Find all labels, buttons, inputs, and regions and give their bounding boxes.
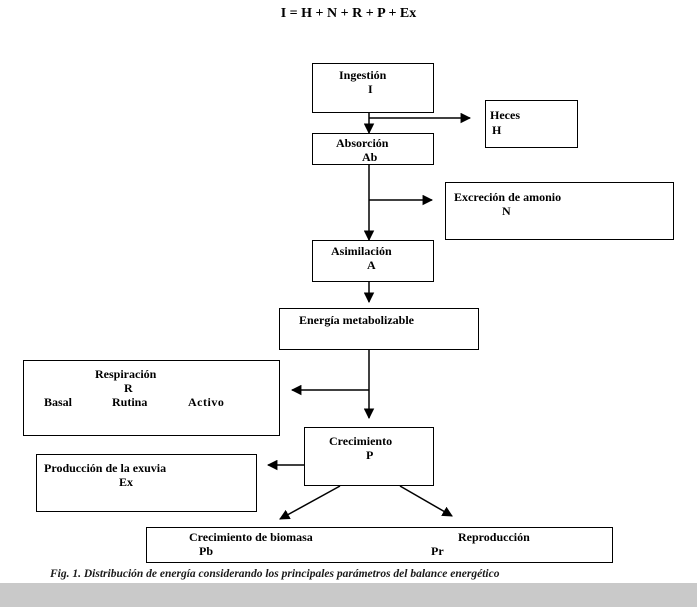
absorcion-symbol: Ab	[362, 150, 378, 164]
heces-symbol: H	[492, 123, 502, 137]
respiracion-part-rutina: Rutina	[112, 395, 148, 409]
exuvia-title: Producción de la exuvia	[44, 461, 167, 475]
asimilacion-title: Asimilación	[331, 244, 392, 258]
asimilacion-symbol: A	[367, 258, 376, 272]
arrow-to-reproduccion	[399, 485, 453, 517]
crecimiento-title: Crecimiento	[329, 434, 393, 448]
box-absorcion	[312, 133, 434, 165]
heces-title: Heces	[490, 108, 520, 122]
box-asimilacion	[312, 240, 434, 282]
excrecion-symbol: N	[502, 204, 511, 218]
exuvia-symbol: Ex	[119, 475, 134, 489]
reproduccion-title: Reproducción	[458, 530, 530, 544]
respiracion-symbol: R	[124, 381, 133, 395]
box-crecimiento	[304, 427, 434, 486]
box-respiracion	[23, 360, 280, 436]
box-heces	[485, 100, 578, 148]
box-energia-metabolizable	[279, 308, 479, 350]
respiracion-part-basal: Basal	[44, 395, 73, 409]
box-ingestion	[312, 63, 434, 113]
energy-balance-equation: I = H + N + R + P + Ex	[280, 6, 417, 21]
biomasa-symbol: Pb	[199, 544, 214, 558]
absorcion-title: Absorción	[336, 136, 389, 150]
box-excrecion	[445, 182, 674, 240]
box-biomasa-reproduccion	[146, 527, 613, 563]
ingestion-title: Ingestión	[339, 68, 387, 82]
respiracion-title: Respiración	[95, 367, 157, 381]
arrow-to-biomasa	[279, 485, 341, 520]
figure-caption: Fig. 1. Distribución de energía consider…	[50, 568, 500, 580]
biomasa-title: Crecimiento de biomasa	[189, 530, 313, 544]
footer-bar	[0, 583, 697, 607]
excrecion-title: Excreción de amonio	[454, 190, 562, 204]
box-exuvia	[36, 454, 257, 512]
ingestion-symbol: I	[368, 82, 373, 96]
respiracion-part-activo: Activo	[188, 395, 225, 409]
crecimiento-symbol: P	[366, 448, 374, 462]
energia-title: Energía metabolizable	[299, 313, 414, 327]
reproduccion-symbol: Pr	[431, 544, 444, 558]
